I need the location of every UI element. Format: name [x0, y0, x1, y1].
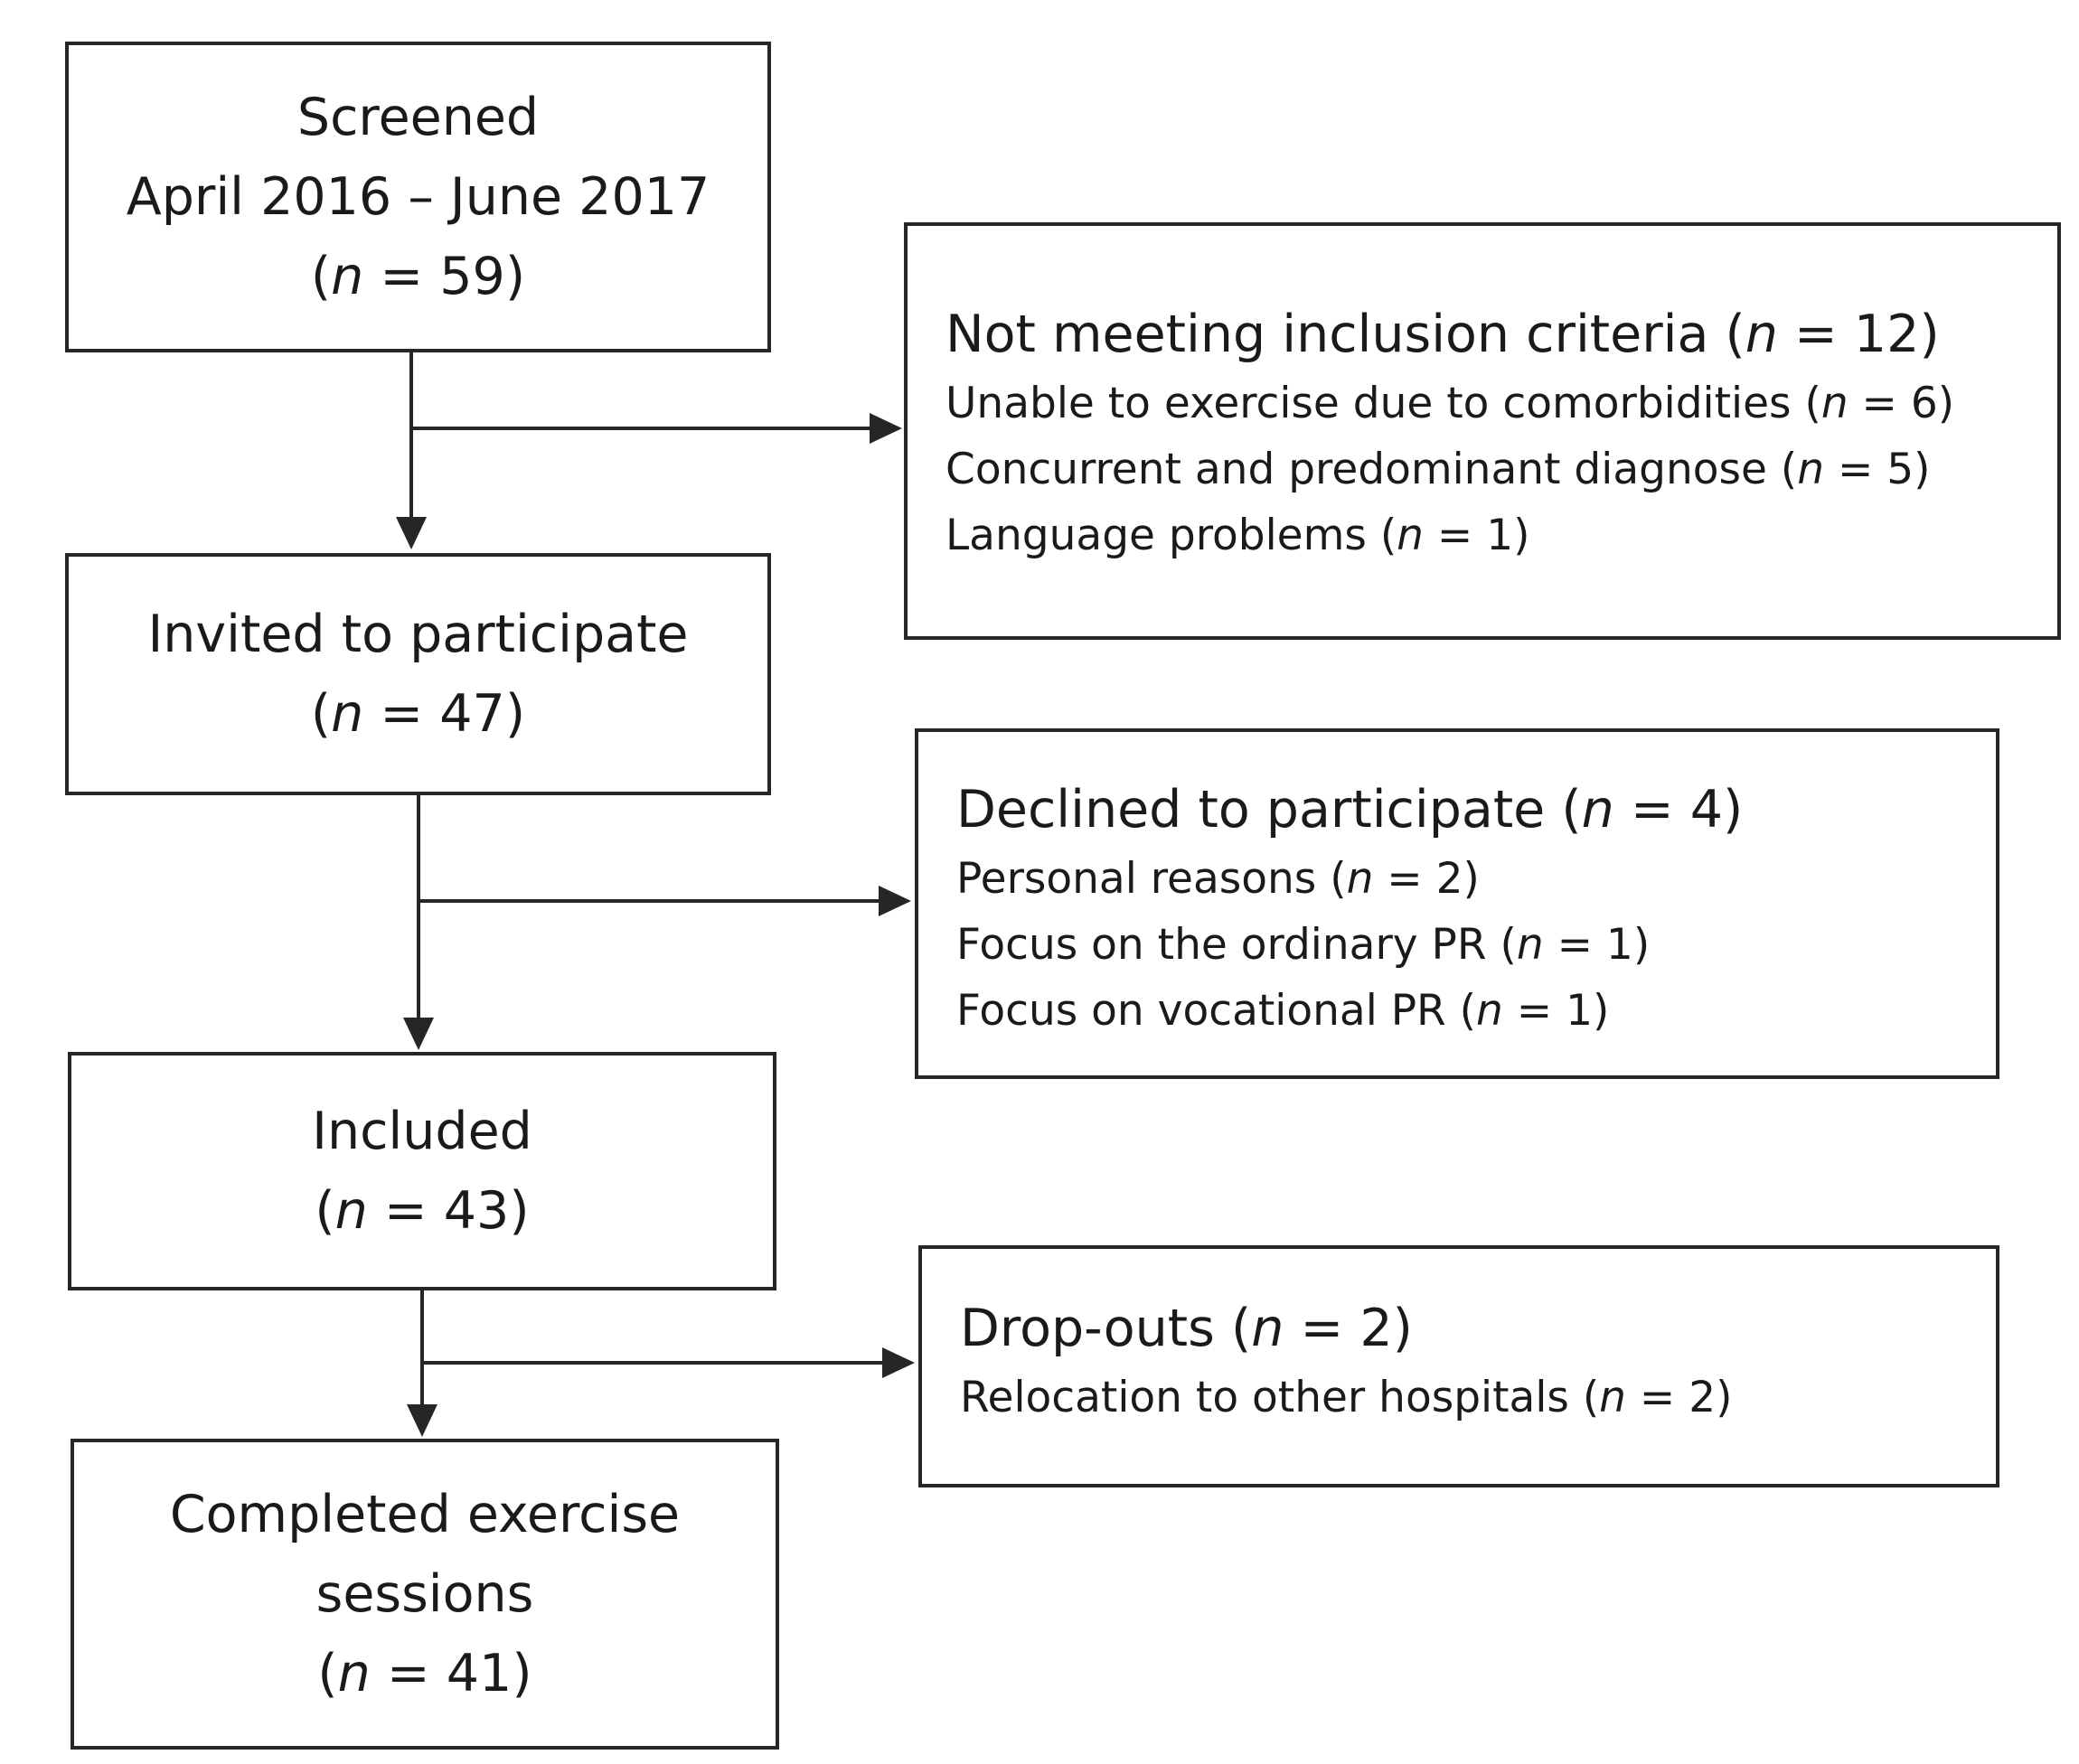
arrowhead-to-declined: [879, 886, 911, 916]
included-title: Included: [312, 1102, 532, 1161]
invited-title: Invited to participate: [147, 605, 689, 664]
reason-personal: Personal reasons (n = 2): [956, 854, 1480, 904]
arrowhead-to-not-meeting: [870, 413, 902, 444]
arrowhead-included-to-completed: [407, 1404, 437, 1437]
reason-relocation: Relocation to other hospitals (n = 2): [960, 1373, 1733, 1422]
not-meeting-criteria-title: Not meeting inclusion criteria (n = 12): [945, 305, 1940, 364]
screened-count: (n = 59): [310, 247, 526, 306]
completed-count: (n = 41): [317, 1644, 532, 1703]
reason-language: Language problems (n = 1): [945, 511, 1530, 560]
reason-concurrent-diagnose: Concurrent and predominant diagnose (n =…: [945, 445, 1931, 494]
included-box: Included (n = 43): [68, 1052, 776, 1290]
completed-title-line-2: sessions: [315, 1564, 534, 1624]
arrowhead-screened-to-invited: [396, 517, 427, 549]
declined-box: Declined to participate (n = 4) Personal…: [915, 728, 1999, 1079]
invited-box: Invited to participate (n = 47): [65, 553, 771, 795]
completed-title-line-1: Completed exercise: [169, 1485, 681, 1544]
screened-box: Screened April 2016 – June 2017 (n = 59): [65, 42, 771, 352]
screened-title: Screened: [296, 88, 540, 147]
arrowhead-invited-to-included: [403, 1018, 434, 1050]
reason-vocational-pr: Focus on vocational PR (n = 1): [956, 986, 1610, 1036]
not-meeting-criteria-box: Not meeting inclusion criteria (n = 12) …: [904, 222, 2061, 640]
declined-title: Declined to participate (n = 4): [956, 780, 1744, 840]
dropouts-title: Drop-outs (n = 2): [960, 1299, 1413, 1358]
reason-ordinary-pr: Focus on the ordinary PR (n = 1): [956, 920, 1651, 970]
screened-period: April 2016 – June 2017: [126, 167, 710, 227]
reason-comorbidities: Unable to exercise due to comorbidities …: [945, 379, 1955, 428]
included-count: (n = 43): [315, 1181, 530, 1241]
invited-count: (n = 47): [310, 684, 526, 744]
arrowhead-to-dropouts: [882, 1347, 915, 1378]
completed-box: Completed exercise sessions (n = 41): [71, 1439, 779, 1750]
dropouts-box: Drop-outs (n = 2) Relocation to other ho…: [918, 1245, 1999, 1487]
